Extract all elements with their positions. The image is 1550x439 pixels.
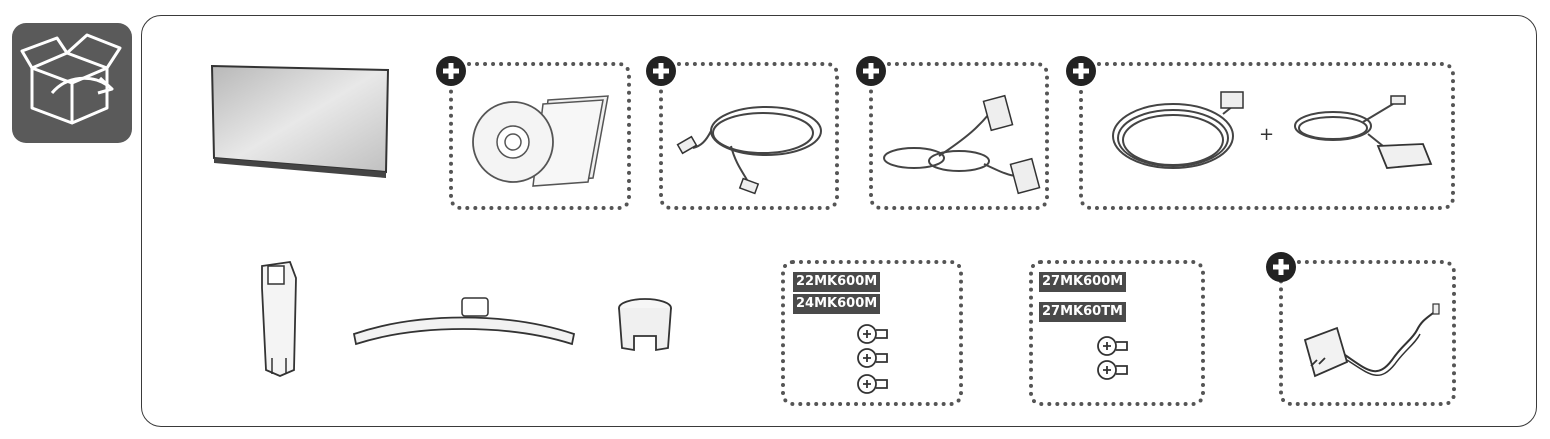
screws-box-2: 27MK600M 27MK60TM xyxy=(1029,260,1205,406)
screw-icon xyxy=(1097,336,1128,356)
screw-icon xyxy=(1097,360,1128,380)
screws-box-1: 22MK600M 24MK600M xyxy=(781,260,963,406)
cd-manual-icon xyxy=(472,95,609,187)
screw-icon xyxy=(857,348,888,368)
hdmi-cable-icon xyxy=(676,106,822,195)
plus-separator: + xyxy=(1259,124,1275,145)
model-label: 24MK600M xyxy=(793,294,881,314)
model-label: 22MK600M xyxy=(793,272,881,292)
monitor-icon xyxy=(208,62,393,182)
optional-plus-icon xyxy=(1066,56,1096,86)
model-label: 27MK600M xyxy=(1039,272,1127,292)
power-cord-adapter-box: + xyxy=(1079,62,1455,210)
box-open-icon xyxy=(12,23,132,143)
screw-icon xyxy=(857,324,888,344)
optional-plus-icon xyxy=(1266,252,1296,282)
cable-holder-icon xyxy=(614,296,676,356)
wall-adapter-icon xyxy=(1303,303,1440,378)
hdmi-cable-box xyxy=(659,62,839,210)
power-cord-icon xyxy=(1112,91,1244,169)
optional-plus-icon xyxy=(646,56,676,86)
screw-icon xyxy=(857,374,888,394)
ac-adapter-icon xyxy=(1294,95,1433,169)
d-sub-cable-icon xyxy=(883,94,1041,195)
cd-manual-box xyxy=(449,62,631,210)
d-sub-cable-box xyxy=(869,62,1049,210)
optional-plus-icon xyxy=(856,56,886,86)
wall-adapter-box xyxy=(1279,260,1456,406)
stand-body-icon xyxy=(250,258,310,380)
model-label: 27MK60TM xyxy=(1039,302,1126,322)
optional-plus-icon xyxy=(436,56,466,86)
contents-frame xyxy=(141,15,1537,427)
stand-base-icon xyxy=(348,292,580,354)
